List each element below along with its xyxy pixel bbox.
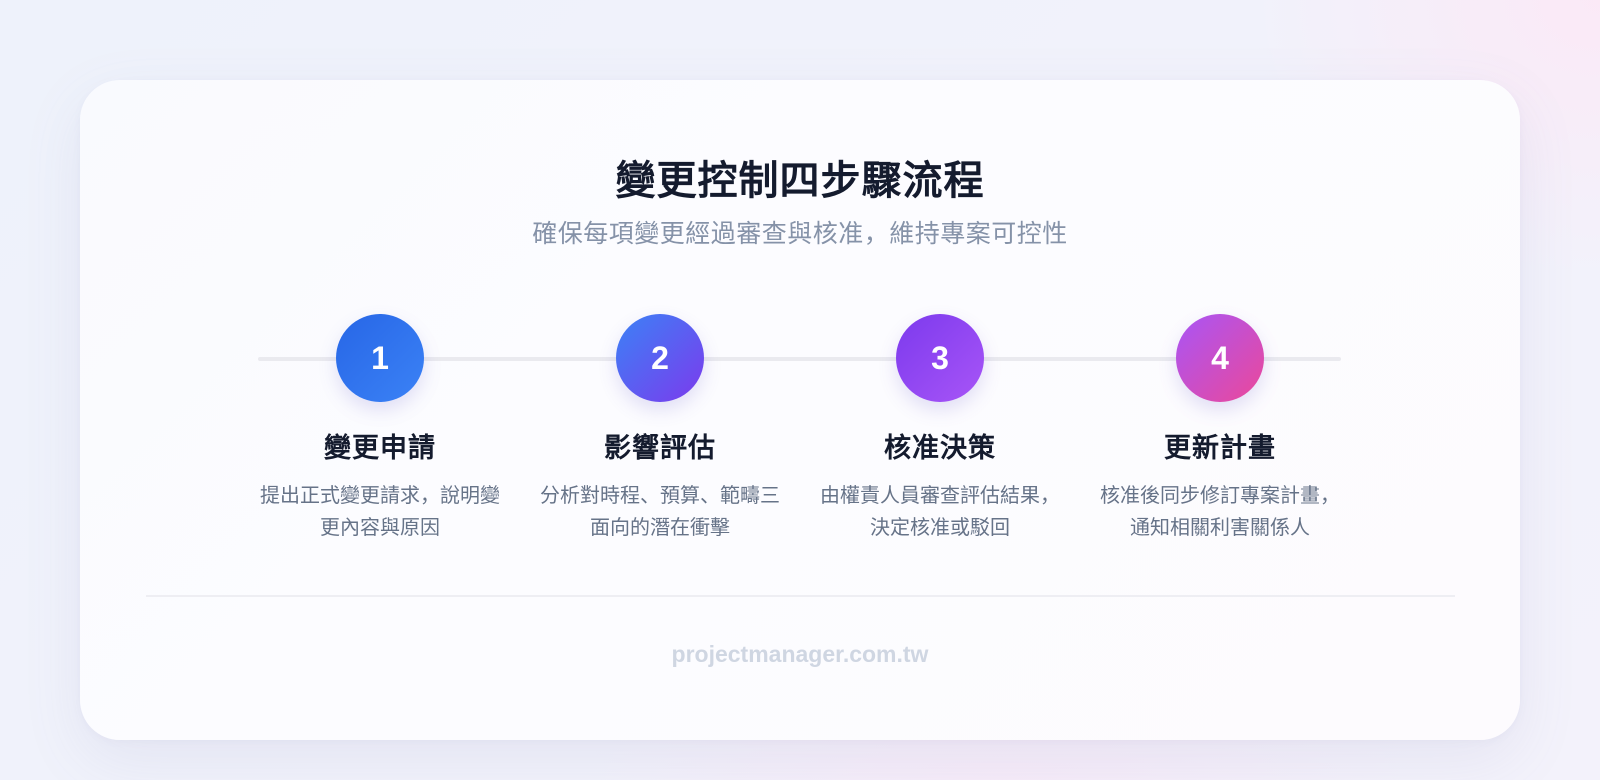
- step-number-badge: 2: [616, 314, 704, 402]
- page-subtitle: 確保每項變更經過審查與核准，維持專案可控性: [532, 219, 1068, 248]
- step-2: 2 影響評估 分析對時程、預算、範疇三 面向的潛在衝擊: [520, 314, 800, 543]
- step-description: 提出正式變更請求，說明變 更內容與原因: [240, 479, 520, 543]
- step-number-badge: 3: [896, 314, 984, 402]
- process-card: [80, 80, 1520, 740]
- step-4: 4 更新計畫 核准後同步修訂專案計畫， 通知相關利害關係人: [1080, 314, 1360, 543]
- step-description: 分析對時程、預算、範疇三 面向的潛在衝擊: [520, 479, 800, 543]
- step-description-line: 決定核准或駁回: [870, 515, 1010, 539]
- step-description-line: 核准後同步修訂專案計畫，: [1100, 483, 1340, 507]
- step-connector-line: [258, 357, 1341, 361]
- step-description: 核准後同步修訂專案計畫， 通知相關利害關係人: [1080, 479, 1360, 543]
- step-description-line: 更內容與原因: [320, 515, 440, 539]
- step-title: 核准決策: [884, 433, 996, 464]
- step-title: 變更申請: [324, 433, 436, 464]
- footer-divider: [146, 595, 1455, 597]
- step-description-line: 由權責人員審查評估結果，: [820, 483, 1060, 507]
- step-description-line: 提出正式變更請求，說明變: [260, 483, 500, 507]
- step-description-line: 面向的潛在衝擊: [590, 515, 730, 539]
- step-description-line: 分析對時程、預算、範疇三: [540, 483, 780, 507]
- footer-website: projectmanager.com.tw: [671, 641, 929, 667]
- step-3: 3 核准決策 由權責人員審查評估結果， 決定核准或駁回: [800, 314, 1080, 543]
- step-description: 由權責人員審查評估結果， 決定核准或駁回: [800, 479, 1080, 543]
- step-title: 影響評估: [604, 433, 716, 464]
- page-title: 變更控制四步驟流程: [615, 158, 985, 204]
- step-1: 1 變更申請 提出正式變更請求，說明變 更內容與原因: [240, 314, 520, 543]
- step-number-badge: 4: [1176, 314, 1264, 402]
- step-title: 更新計畫: [1164, 433, 1276, 464]
- step-description-line: 通知相關利害關係人: [1130, 515, 1310, 539]
- step-number-badge: 1: [336, 314, 424, 402]
